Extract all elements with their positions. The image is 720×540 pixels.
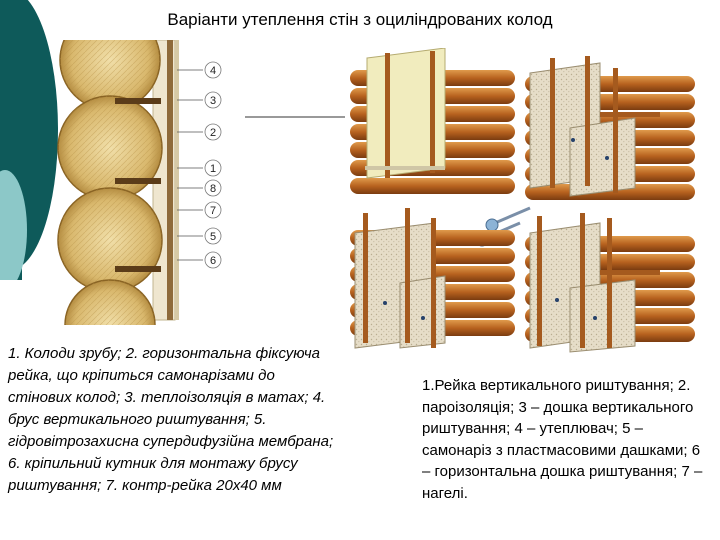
- callout-2: 2: [210, 127, 216, 139]
- leader-line: [245, 116, 345, 118]
- wall-variant-a: [350, 48, 515, 194]
- callout-5: 5: [210, 231, 216, 243]
- callout-6: 6: [210, 255, 216, 267]
- callout-7: 7: [210, 205, 216, 217]
- wall-illustrations: [350, 48, 695, 353]
- wall-variant-b: [525, 56, 695, 200]
- wall-variant-d: [525, 213, 695, 353]
- slide-title: Варіанти утеплення стін з оциліндрованих…: [167, 10, 553, 29]
- callout-8: 8: [210, 183, 216, 195]
- log-wall-cross-section: 4 3 2 1 8 7 5 6: [57, 40, 222, 325]
- callout-1: 1: [210, 163, 216, 175]
- slide-decoration: [0, 0, 58, 280]
- wall-variant-c: [350, 208, 515, 349]
- callout-3: 3: [210, 95, 216, 107]
- log-ends: [57, 40, 163, 325]
- callout-4: 4: [210, 65, 216, 77]
- caption-left: 1. Колоди зрубу; 2. горизонтальна фіксую…: [8, 345, 334, 494]
- caption-right: 1.Рейка вертикального риштування; 2. пар…: [422, 377, 703, 502]
